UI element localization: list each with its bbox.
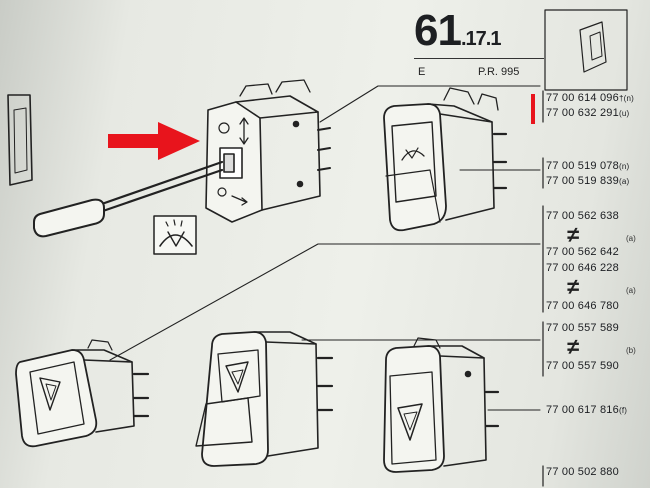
hazard-switch-left xyxy=(15,339,150,448)
part-note: (a) xyxy=(626,286,636,295)
edition-label: E xyxy=(418,66,426,78)
pr-label: P.R. 995 xyxy=(478,66,520,78)
hazard-switch-right xyxy=(383,337,500,473)
part-number: 77 00 519 078(n) xyxy=(546,160,630,172)
part-number: 77 00 519 839(a) xyxy=(546,175,630,187)
red-arrow-icon xyxy=(108,122,200,160)
left-edge-part xyxy=(7,94,33,186)
part-number: 77 00 562 642 xyxy=(546,246,619,258)
windscreen-wiper-washer-icon xyxy=(153,215,197,255)
part-number: 77 00 646 780 xyxy=(546,300,619,312)
hazard-switch-middle xyxy=(195,331,334,467)
leader-lines xyxy=(109,85,541,411)
combination-switch xyxy=(33,79,331,238)
part-number: 77 00 646 228 xyxy=(546,262,619,274)
part-number: 77 00 614 096†(n) xyxy=(546,92,634,104)
thumbnail-frame xyxy=(544,9,628,91)
red-highlight-mark xyxy=(531,94,535,124)
not-equal-symbol: ≠ xyxy=(567,274,580,299)
not-equal-symbol: ≠ xyxy=(567,334,580,359)
part-number: 77 00 557 590 xyxy=(546,360,619,372)
part-number: 77 00 617 816(f) xyxy=(546,404,628,416)
part-note: (b) xyxy=(626,346,636,355)
part-number: 77 00 502 880 xyxy=(546,466,619,478)
part-note: (a) xyxy=(626,234,636,243)
rocker-switch-wiper xyxy=(383,87,508,232)
header-rule xyxy=(414,58,544,59)
part-number: 77 00 632 291(u) xyxy=(546,107,630,119)
part-number: 77 00 557 589 xyxy=(546,322,619,334)
page-number: 61.17.1 xyxy=(414,6,501,55)
not-equal-symbol: ≠ xyxy=(567,222,580,247)
part-number: 77 00 562 638 xyxy=(546,210,619,222)
